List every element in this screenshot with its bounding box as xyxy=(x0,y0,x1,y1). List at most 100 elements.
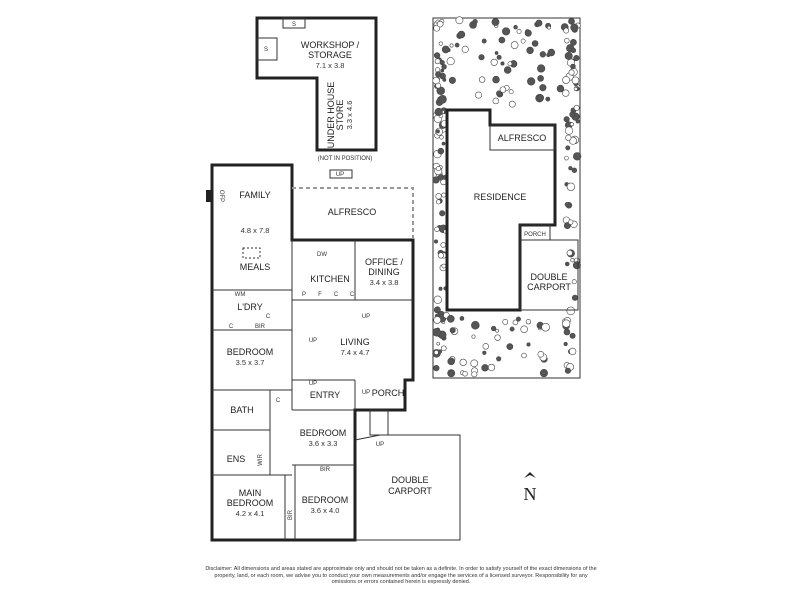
tree-mark xyxy=(571,76,580,85)
tree-mark xyxy=(438,95,447,104)
alfresco-label: ALFRESCO xyxy=(328,207,377,217)
tree-mark xyxy=(516,29,522,34)
tree-mark xyxy=(568,69,575,76)
tree-mark xyxy=(435,82,442,89)
tree-mark xyxy=(439,210,446,217)
tree-mark xyxy=(490,58,498,66)
family-label: FAMILY xyxy=(239,190,270,200)
tree-mark xyxy=(440,242,447,248)
cupboard-label: C xyxy=(266,314,271,320)
living-label: LIVING xyxy=(340,337,370,347)
tree-mark xyxy=(502,319,509,325)
tree-mark xyxy=(433,316,442,324)
bedroom-label: BEDROOM xyxy=(227,347,274,357)
carport-label: CARPORT xyxy=(388,486,432,496)
workshop-label: WORKSHOP / xyxy=(301,40,360,50)
fridge-label: F xyxy=(318,292,322,298)
outbuilding: S S WORKSHOP / STORAGE 7.1 x 3.8 UNDER H… xyxy=(255,16,378,162)
tree-mark xyxy=(471,371,478,378)
tree-mark xyxy=(446,57,455,66)
tree-mark xyxy=(571,294,579,301)
tree-mark xyxy=(438,286,443,291)
tree-mark xyxy=(506,343,514,350)
tree-mark xyxy=(435,129,440,134)
tree-mark xyxy=(508,100,516,108)
store-label: UNDER HOUSE xyxy=(326,82,336,149)
tree-mark xyxy=(539,84,547,92)
tree-mark xyxy=(432,328,441,337)
tree-mark xyxy=(569,347,577,356)
tree-mark xyxy=(494,51,499,55)
tree-mark xyxy=(525,319,532,325)
tree-mark xyxy=(513,25,518,30)
tree-mark xyxy=(441,192,447,198)
tree-mark xyxy=(524,29,532,37)
tree-mark xyxy=(481,364,489,372)
tree-mark xyxy=(482,350,487,355)
tree-mark xyxy=(508,89,514,95)
tree-mark xyxy=(433,52,441,59)
site-carport-label: DOUBLE xyxy=(530,272,567,282)
tree-mark xyxy=(563,328,571,336)
tree-mark xyxy=(510,41,519,49)
tree-mark xyxy=(520,325,528,333)
tree-mark xyxy=(573,54,580,62)
tree-mark xyxy=(447,369,456,378)
up-label: UP xyxy=(362,390,370,396)
tree-mark xyxy=(569,122,574,127)
tree-mark xyxy=(496,90,502,97)
living-dim: 7.4 x 4.7 xyxy=(341,348,370,357)
tree-mark xyxy=(494,334,501,341)
tree-mark xyxy=(461,45,469,53)
tree-mark xyxy=(487,363,496,372)
tree-mark xyxy=(565,261,570,267)
office-label: DINING xyxy=(368,267,400,277)
porch-label: PORCH xyxy=(372,388,405,398)
tree-mark xyxy=(520,38,526,44)
tree-mark xyxy=(441,263,447,269)
tree-mark xyxy=(526,342,531,347)
bedroom-dim: 3.6 x 3.3 xyxy=(309,439,338,448)
tree-mark xyxy=(526,46,534,55)
tree-mark xyxy=(459,316,465,321)
tree-mark xyxy=(527,77,536,86)
meals-label: MEALS xyxy=(240,262,271,272)
tree-mark xyxy=(448,76,456,84)
tree-mark xyxy=(569,111,576,118)
family-dim: 4.8 x 7.8 xyxy=(241,226,270,235)
tree-mark xyxy=(457,30,466,39)
tree-mark xyxy=(437,174,445,181)
up-label: UP xyxy=(362,314,370,320)
workshop-label: STORAGE xyxy=(308,50,352,60)
tree-mark xyxy=(571,167,578,173)
entry-label: ENTRY xyxy=(310,390,340,400)
tree-mark xyxy=(575,119,580,124)
site-carport-label: CARPORT xyxy=(527,282,571,292)
tree-mark xyxy=(433,295,442,304)
tree-mark xyxy=(521,352,527,359)
up-label: UP xyxy=(309,338,317,344)
tree-mark xyxy=(570,38,577,46)
tree-mark xyxy=(545,96,551,102)
tree-mark xyxy=(498,36,506,44)
tree-mark xyxy=(564,126,574,135)
tree-mark xyxy=(482,343,489,350)
tree-mark xyxy=(478,54,485,61)
site-residence-label: RESIDENCE xyxy=(474,192,527,202)
bedroom-label: BEDROOM xyxy=(302,495,349,505)
tree-mark xyxy=(437,147,445,155)
tree-mark xyxy=(435,199,441,205)
not-in-position-note: (NOT IN POSITION) xyxy=(318,156,373,162)
bir-label: BIR xyxy=(288,509,294,520)
tree-mark xyxy=(568,166,573,171)
bedroom-label: BEDROOM xyxy=(300,428,347,438)
tree-mark xyxy=(455,16,464,25)
tree-mark xyxy=(500,61,505,66)
tree-mark xyxy=(437,252,444,259)
tree-mark xyxy=(496,356,502,362)
tree-mark xyxy=(564,202,570,207)
tree-mark xyxy=(569,332,576,339)
tree-mark xyxy=(481,38,487,44)
tree-mark xyxy=(570,258,575,263)
bir-label: BIR xyxy=(255,324,266,330)
